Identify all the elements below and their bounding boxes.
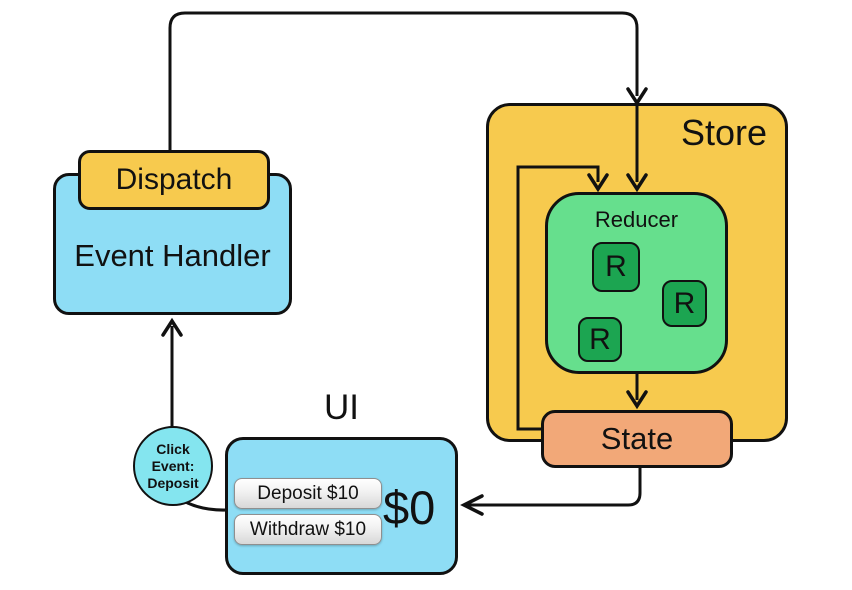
click-event-line: Event:: [151, 457, 195, 474]
arrowhead-event-handler-bottom: [161, 317, 183, 337]
ui-label: UI: [324, 388, 359, 427]
event-handler-label: Event Handler: [74, 238, 271, 273]
state-box: State: [541, 410, 733, 468]
reducer-chip: R: [578, 317, 622, 362]
ui-box: Deposit $10 Withdraw $10 $0: [225, 437, 458, 575]
reducer-label: Reducer: [594, 207, 679, 232]
reducer-chip: R: [662, 280, 707, 327]
ui-button-column: Deposit $10 Withdraw $10: [234, 478, 382, 545]
withdraw-button[interactable]: Withdraw $10: [234, 514, 382, 545]
deposit-button[interactable]: Deposit $10: [234, 478, 382, 509]
arrowhead-store-top: [626, 87, 648, 107]
click-event-line: Click: [156, 440, 190, 457]
arrowhead-ui-right: [460, 494, 484, 516]
click-event-badge: Click Event: Deposit: [133, 426, 213, 506]
store-label: Store: [680, 112, 767, 153]
balance-value: $0: [383, 481, 436, 534]
dispatch-box: Dispatch: [78, 150, 270, 210]
click-event-line: Deposit: [147, 474, 199, 491]
reducer-chip: R: [592, 242, 640, 292]
arrow-state-to-ui: [468, 467, 642, 507]
